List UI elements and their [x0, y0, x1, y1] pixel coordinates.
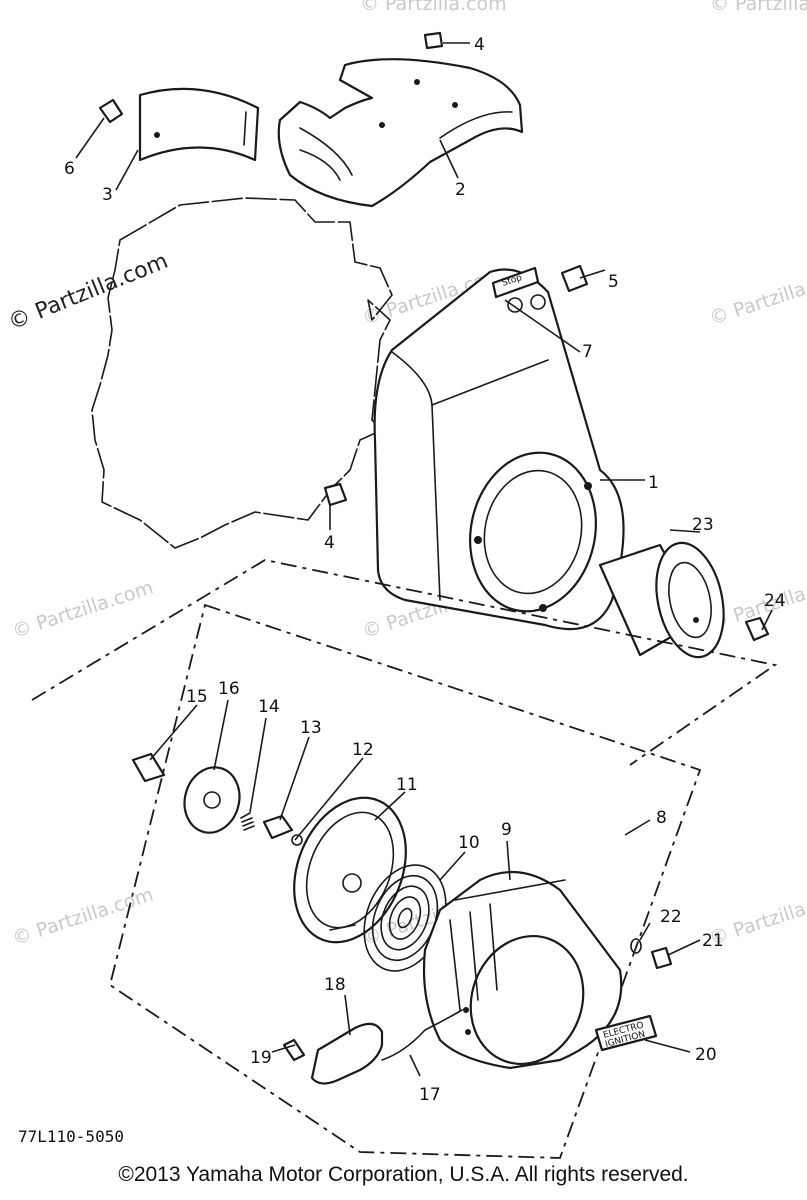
part-16-cam [183, 766, 241, 834]
callout-11: 11 [396, 775, 418, 795]
part-22-washer [630, 938, 642, 954]
callout-4-lower: 4 [324, 533, 335, 553]
callout-15: 15 [186, 687, 208, 707]
callout-24: 24 [764, 591, 786, 611]
assembly-boundary-group-8 [108, 603, 702, 1159]
callout-19: 19 [250, 1048, 272, 1068]
callout-21: 21 [702, 931, 724, 951]
callout-14: 14 [258, 697, 280, 717]
diagram-code: 77L110-5050 [18, 1127, 124, 1146]
watermark-faint: © Partzilla.com [710, 0, 807, 15]
callout-7: 7 [582, 342, 593, 362]
watermark-faint: © Partzilla.com [707, 264, 807, 330]
callout-5: 5 [608, 272, 619, 292]
part-2-shroud-top [277, 58, 524, 208]
part-14-spring [240, 812, 255, 831]
part-3-cover-plate [138, 87, 260, 162]
callout-12: 12 [352, 740, 374, 760]
callout-3: 3 [102, 185, 113, 205]
callout-2: 2 [455, 180, 466, 200]
part-15-bolt [131, 752, 166, 783]
callout-9: 9 [501, 820, 512, 840]
watermark-faint: © Partzilla.com [10, 884, 156, 950]
part-24-bolt [744, 616, 770, 642]
engine-outline [91, 197, 393, 549]
assembly-boundary-upper [31, 559, 778, 766]
callout-22: 22 [660, 907, 682, 927]
callout-18: 18 [324, 975, 346, 995]
watermark-main: © Partzilla.com [5, 249, 172, 336]
part-4-bolt-top [423, 31, 444, 50]
part-19-rope-end [282, 1038, 306, 1062]
callout-numbers: 1 2 3 4 4 5 6 7 8 9 10 11 12 13 14 15 16… [64, 35, 786, 1105]
part-4-bolt-lower [323, 482, 348, 507]
callout-10: 10 [458, 833, 480, 853]
part-21-bolt [650, 946, 673, 970]
leader-lines [75, 42, 773, 1077]
part-17-starter-rope [381, 1009, 463, 1061]
part-5-bolt [560, 264, 589, 293]
callout-17: 17 [419, 1085, 441, 1105]
callout-23: 23 [692, 515, 714, 535]
callout-16: 16 [218, 679, 240, 699]
callout-13: 13 [300, 718, 322, 738]
part-18-handle [310, 1022, 384, 1085]
part-1-fan-housing [373, 268, 625, 631]
watermark-faint: © Partzilla.com [10, 577, 156, 643]
part-13-pawl [262, 814, 294, 840]
part-12-spring [291, 834, 303, 846]
callout-6: 6 [64, 159, 75, 179]
callout-20: 20 [695, 1045, 717, 1065]
copyright-notice: ©2013 Yamaha Motor Corporation, U.S.A. A… [118, 1163, 689, 1186]
watermark-faint: © Partzilla.com [360, 0, 507, 15]
callout-8: 8 [656, 808, 667, 828]
part-23-starter-pulley [598, 541, 725, 659]
part-9-starter-case [422, 870, 623, 1070]
callout-1: 1 [648, 473, 659, 493]
part-6-bolt [98, 98, 124, 124]
part-7-stop-decal: Stop [491, 266, 540, 299]
callout-4-top: 4 [474, 35, 485, 55]
